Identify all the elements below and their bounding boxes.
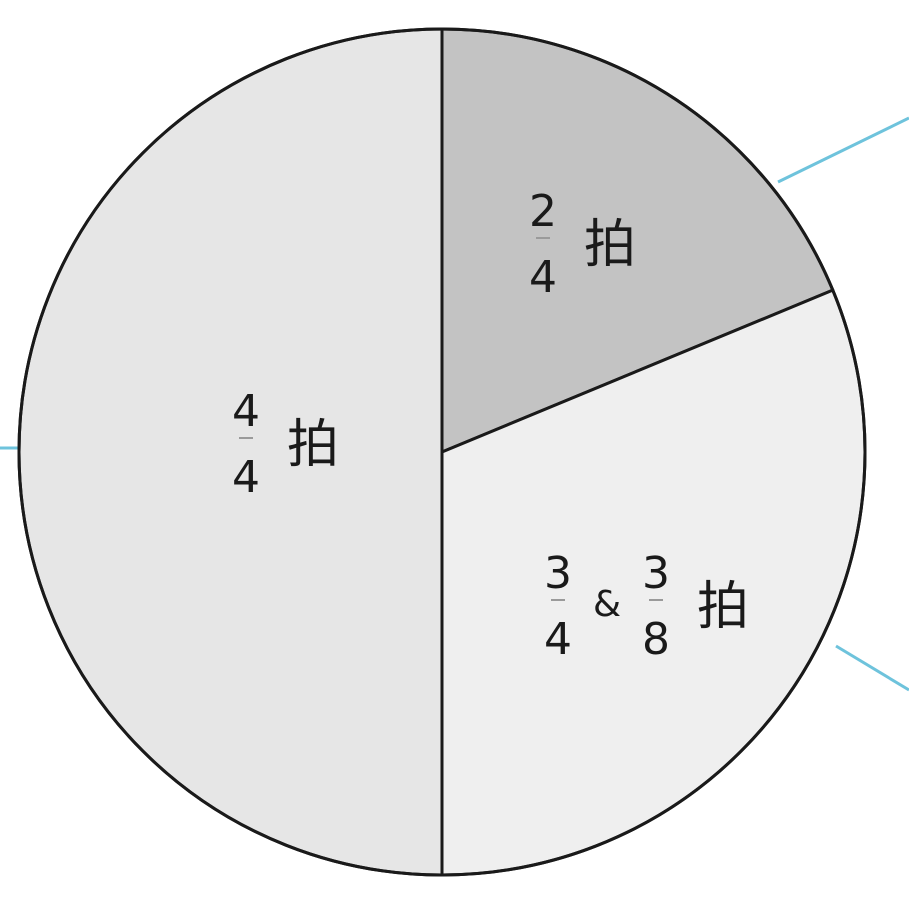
beat-unit-label: 拍 — [697, 577, 749, 637]
slice-label-three-four-three-eight: 3 4&3 8拍 — [544, 548, 749, 665]
callout-line-0 — [777, 116, 909, 184]
fraction-numerator: 3 — [544, 548, 572, 599]
fraction-numerator: 3 — [642, 548, 670, 599]
callout-line-1 — [835, 644, 909, 692]
pie-slice-four-four — [17, 27, 444, 877]
pie-slices — [17, 27, 867, 877]
slice-label-four-four: 4 4拍 — [232, 386, 339, 503]
beat-unit-label: 拍 — [584, 215, 636, 275]
fraction-denominator: 8 — [642, 614, 670, 665]
slice-label-two-four: 2 4拍 — [529, 186, 636, 303]
fraction-denominator: 4 — [529, 252, 557, 303]
beat-unit-label: 拍 — [287, 415, 339, 475]
fraction-connector: & — [593, 584, 621, 625]
pie-outline — [17, 27, 867, 877]
fraction-numerator: 2 — [529, 186, 557, 237]
fraction-denominator: 4 — [232, 452, 260, 503]
fraction-numerator: 4 — [232, 386, 260, 437]
fraction-denominator: 4 — [544, 614, 572, 665]
